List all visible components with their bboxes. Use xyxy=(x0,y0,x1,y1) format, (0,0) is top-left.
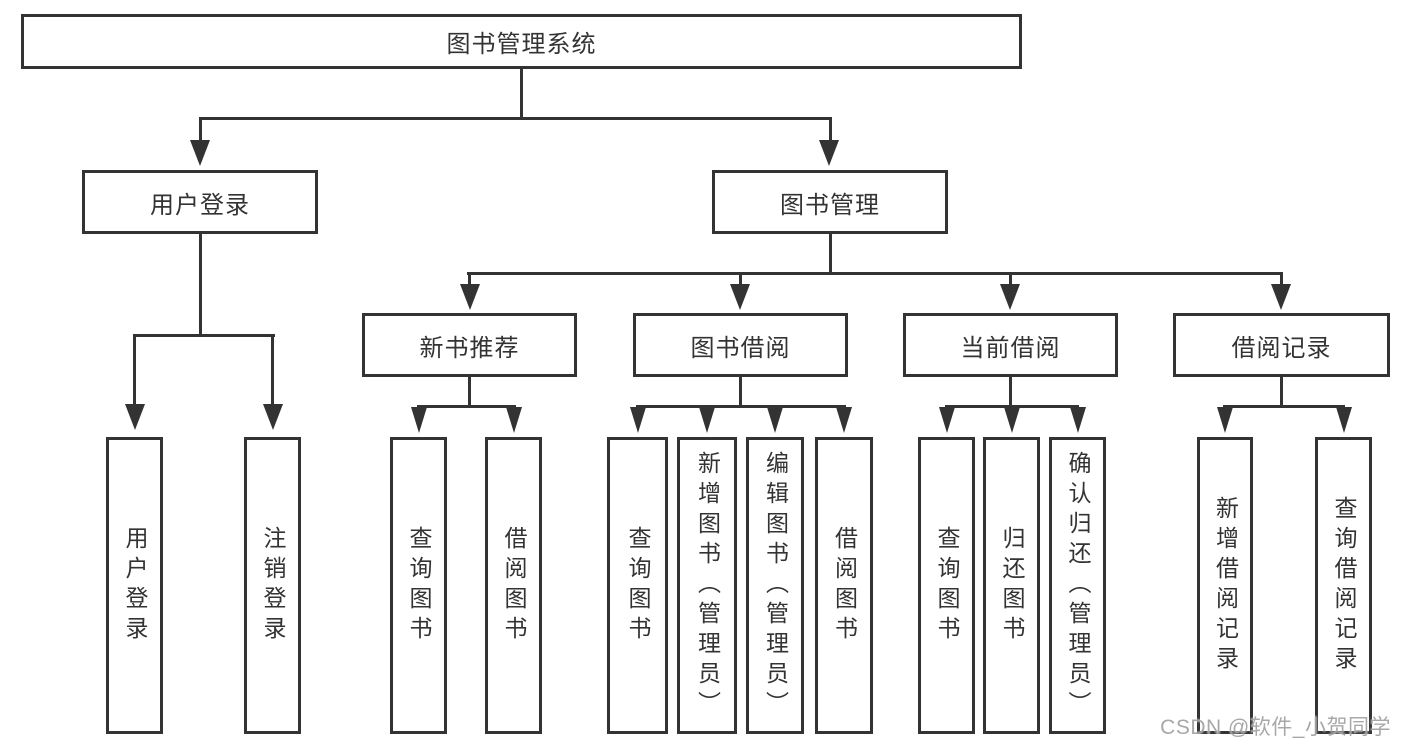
arrowhead-icon xyxy=(939,407,955,433)
node-label: 用户登录 xyxy=(150,191,250,219)
connector-line xyxy=(133,336,136,405)
leaf-label: 归还图书 xyxy=(999,525,1025,646)
node-label: 借阅记录 xyxy=(1231,334,1332,362)
arrowhead-icon xyxy=(730,284,750,310)
node-label: 新书推荐 xyxy=(419,334,520,362)
leaf-logout-login: 注销登录 xyxy=(244,437,301,734)
leaf-user-login: 用户登录 xyxy=(106,437,163,734)
arrowhead-icon xyxy=(630,407,646,433)
connector-line xyxy=(520,69,523,118)
node-label: 图书管理系统 xyxy=(446,31,597,58)
node-label: 图书借阅 xyxy=(690,334,791,362)
leaf-label: 查询图书 xyxy=(934,525,960,646)
arrowhead-icon xyxy=(411,407,427,433)
leaf-query-books-current: 查询图书 xyxy=(918,437,975,734)
leaf-add-books-admin: 新增图书（管理员） xyxy=(677,437,737,734)
arrowhead-icon xyxy=(190,140,210,166)
arrowhead-icon xyxy=(263,404,283,430)
node-label: 当前借阅 xyxy=(960,334,1061,362)
connector-line xyxy=(468,274,471,285)
arrowhead-icon xyxy=(1336,407,1352,433)
leaf-label: 注销登录 xyxy=(260,525,286,646)
csdn-watermark: CSDN @软件_小贺同学 xyxy=(1160,716,1391,739)
leaf-query-books-borrow: 查询图书 xyxy=(607,437,668,734)
leaf-query-borrow-record: 查询借阅记录 xyxy=(1315,437,1372,734)
leaf-borrow-books: 借阅图书 xyxy=(815,437,873,734)
node-label: 图书管理 xyxy=(780,191,880,219)
node-user-login: 用户登录 xyxy=(82,170,318,234)
leaf-label: 查询借阅记录 xyxy=(1331,495,1357,676)
node-new-book-recommend: 新书推荐 xyxy=(362,313,577,377)
arrowhead-icon xyxy=(1271,284,1291,310)
connector-line xyxy=(829,119,832,141)
leaf-borrow-books-recommend: 借阅图书 xyxy=(485,437,542,734)
connector-line xyxy=(199,117,832,120)
leaf-query-books-recommend: 查询图书 xyxy=(390,437,447,734)
arrowhead-icon xyxy=(1070,407,1086,433)
connector-line xyxy=(199,119,202,141)
connector-line xyxy=(739,274,742,285)
leaf-confirm-return-admin: 确认归还（管理员） xyxy=(1049,437,1106,734)
leaf-label: 借阅图书 xyxy=(831,525,858,646)
node-library-management-system: 图书管理系统 xyxy=(21,14,1022,69)
arrowhead-icon xyxy=(125,404,145,430)
arrowhead-icon xyxy=(460,284,480,310)
arrowhead-icon xyxy=(1000,284,1020,310)
arrowhead-icon xyxy=(767,407,783,433)
leaf-label: 新增借阅记录 xyxy=(1212,495,1239,676)
leaf-label: 查询图书 xyxy=(625,525,651,646)
connector-line xyxy=(636,405,846,408)
connector-line xyxy=(1009,274,1012,285)
connector-line xyxy=(467,272,1283,275)
connector-line xyxy=(271,336,274,405)
connector-line xyxy=(829,234,832,273)
leaf-label: 确认归还（管理员） xyxy=(1065,450,1091,721)
connector-line xyxy=(133,334,275,337)
arrowhead-icon xyxy=(1004,407,1020,433)
connector-line xyxy=(1280,274,1283,285)
node-borrowing-records: 借阅记录 xyxy=(1173,313,1390,377)
connector-line xyxy=(1223,405,1345,408)
leaf-label: 借阅图书 xyxy=(501,525,527,646)
arrowhead-icon xyxy=(506,407,522,433)
arrowhead-icon xyxy=(819,140,839,166)
leaf-label: 新增图书（管理员） xyxy=(694,450,721,721)
arrowhead-icon xyxy=(699,407,715,433)
connector-line xyxy=(417,405,516,408)
connector-line xyxy=(1009,377,1012,406)
arrowhead-icon xyxy=(1217,407,1233,433)
connector-line xyxy=(199,234,202,335)
leaf-label: 用户登录 xyxy=(122,525,148,646)
connector-line xyxy=(1280,377,1283,406)
leaf-add-borrow-record: 新增借阅记录 xyxy=(1197,437,1253,734)
leaf-label: 编辑图书（管理员） xyxy=(762,450,789,721)
node-book-borrowing: 图书借阅 xyxy=(633,313,848,377)
leaf-label: 查询图书 xyxy=(406,525,432,646)
node-book-management: 图书管理 xyxy=(712,170,948,234)
connector-line xyxy=(739,377,742,406)
arrowhead-icon xyxy=(836,407,852,433)
connector-line xyxy=(468,377,471,406)
node-current-borrowing: 当前借阅 xyxy=(903,313,1118,377)
leaf-edit-books-admin: 编辑图书（管理员） xyxy=(746,437,804,734)
connector-line xyxy=(945,405,1079,408)
leaf-return-books: 归还图书 xyxy=(983,437,1040,734)
